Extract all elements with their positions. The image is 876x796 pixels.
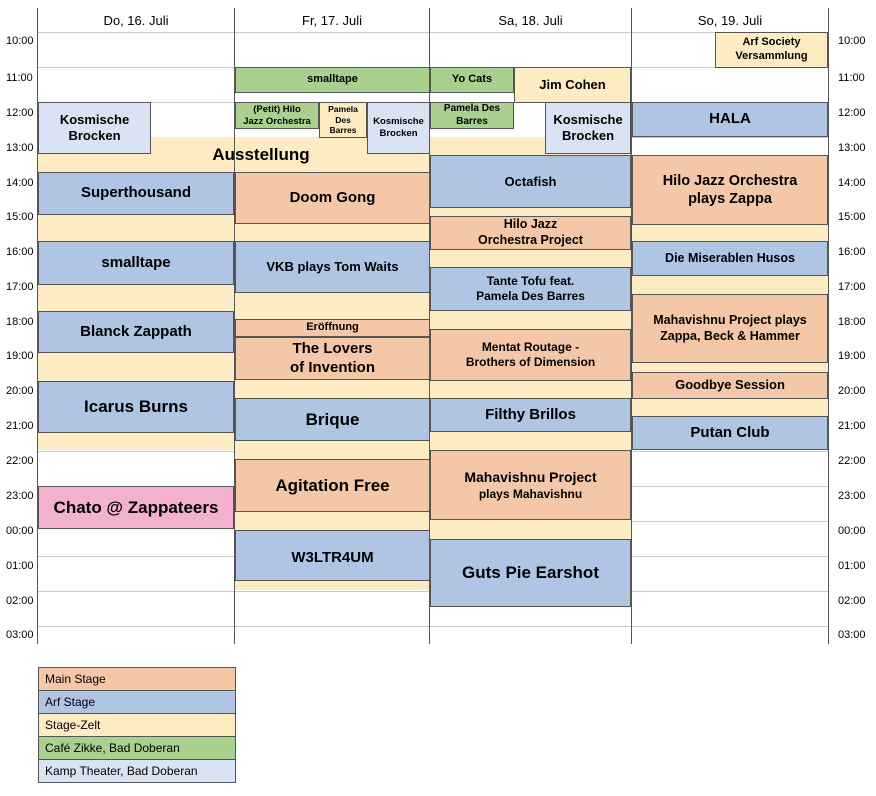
event-mahavishnu-project-sunday[interactable]: Mahavishnu Project plays Zappa, Beck & H… xyxy=(632,294,828,363)
time-label: 11:00 xyxy=(838,72,865,84)
event-blanck-zappath[interactable]: Blanck Zappath xyxy=(38,311,234,353)
time-label: 21:00 xyxy=(6,420,34,432)
event-petit-hilo-jazz-orchestra[interactable]: (Petit) Hilo Jazz Orchestra xyxy=(235,102,319,129)
event-eroeffnung[interactable]: Eröffnung xyxy=(235,319,430,337)
event-hilo-jazz-orchestra-project[interactable]: Hilo Jazz Orchestra Project xyxy=(430,216,631,250)
time-label: 03:00 xyxy=(6,629,34,641)
time-label: 18:00 xyxy=(838,316,866,328)
event-agitation-free[interactable]: Agitation Free xyxy=(235,459,430,512)
event-arf-society-versammlung[interactable]: Arf Society Versammlung xyxy=(715,32,828,68)
day-header-thursday: Do, 16. Juli xyxy=(103,13,169,28)
time-label: 12:00 xyxy=(838,107,866,119)
event-filthy-brillos[interactable]: Filthy Brillos xyxy=(430,398,631,432)
time-label: 16:00 xyxy=(6,246,34,258)
event-pamela-des-barres-friday[interactable]: Pamela Des Barres xyxy=(319,102,367,138)
time-label: 19:00 xyxy=(838,350,866,362)
event-subtitle: plays Mahavishnu xyxy=(478,486,583,501)
time-label: 10:00 xyxy=(6,35,34,47)
time-label: 20:00 xyxy=(838,385,866,397)
event-ausstellung[interactable]: Ausstellung xyxy=(212,145,310,165)
grid-border xyxy=(37,8,38,644)
event-icarus-burns[interactable]: Icarus Burns xyxy=(38,381,234,433)
time-label: 13:00 xyxy=(838,142,866,154)
festival-schedule-grid: Do, 16. Juli Fr, 17. Juli Sa, 18. Juli S… xyxy=(6,8,866,644)
event-kosmische-brocken-thursday[interactable]: Kosmische Brocken xyxy=(38,102,151,154)
time-label: 22:00 xyxy=(838,455,866,467)
event-doom-gong[interactable]: Doom Gong xyxy=(235,172,430,224)
time-label: 16:00 xyxy=(838,246,866,258)
time-label: 17:00 xyxy=(6,281,34,293)
event-mentat-routage[interactable]: Mentat Routage - Brothers of Dimension xyxy=(430,329,631,381)
event-tante-tofu[interactable]: Tante Tofu feat. Pamela Des Barres xyxy=(430,267,631,311)
time-label: 01:00 xyxy=(6,560,34,572)
time-label: 18:00 xyxy=(6,316,34,328)
time-label: 10:00 xyxy=(838,35,866,47)
event-putan-club[interactable]: Putan Club xyxy=(632,416,828,450)
time-label: 12:00 xyxy=(6,107,34,119)
time-label: 21:00 xyxy=(838,420,866,432)
day-header-sunday: So, 19. Juli xyxy=(697,13,763,28)
event-die-miserablen-husos[interactable]: Die Miserablen Husos xyxy=(632,241,828,276)
event-smalltape-thursday[interactable]: smalltape xyxy=(38,241,234,285)
time-label: 23:00 xyxy=(838,490,866,502)
time-label: 14:00 xyxy=(838,177,866,189)
event-hala[interactable]: HALA xyxy=(632,102,828,137)
event-brique[interactable]: Brique xyxy=(235,398,430,441)
legend-item-arf-stage: Arf Stage xyxy=(38,690,236,714)
event-kosmische-brocken-friday[interactable]: Kosmische Brocken xyxy=(367,102,430,154)
time-label: 19:00 xyxy=(6,350,34,362)
event-yo-cats[interactable]: Yo Cats xyxy=(430,67,514,93)
event-title: Mahavishnu Project xyxy=(464,469,597,485)
time-label: 03:00 xyxy=(838,629,866,641)
time-label: 02:00 xyxy=(6,595,34,607)
hour-line xyxy=(37,626,829,627)
event-lovers-of-invention[interactable]: The Lovers of Invention xyxy=(235,337,430,380)
event-mahavishnu-project-saturday[interactable]: Mahavishnu Project plays Mahavishnu xyxy=(430,450,631,520)
event-octafish[interactable]: Octafish xyxy=(430,155,631,208)
event-chato-zappateers[interactable]: Chato @ Zappateers xyxy=(38,486,234,529)
event-pamela-des-barres-saturday[interactable]: Pamela Des Barres xyxy=(430,102,514,129)
event-kosmische-brocken-saturday[interactable]: Kosmische Brocken xyxy=(545,102,631,154)
event-smalltape-friday[interactable]: smalltape xyxy=(235,67,430,93)
hour-line xyxy=(37,32,829,33)
day-header-friday: Fr, 17. Juli xyxy=(302,13,362,28)
day-separator xyxy=(234,8,235,644)
grid-border xyxy=(828,8,829,644)
time-label: 00:00 xyxy=(6,525,34,537)
event-vkb-plays-tom-waits[interactable]: VKB plays Tom Waits xyxy=(235,241,430,293)
event-w3ltr4um[interactable]: W3LTR4UM xyxy=(235,530,430,581)
time-label: 23:00 xyxy=(6,490,34,502)
legend-item-main-stage: Main Stage xyxy=(38,667,236,691)
time-label: 14:00 xyxy=(6,177,34,189)
legend: Main Stage Arf Stage Stage-Zelt Café Zik… xyxy=(38,667,236,783)
event-goodbye-session[interactable]: Goodbye Session xyxy=(632,372,828,399)
time-label: 01:00 xyxy=(838,560,866,572)
time-label: 02:00 xyxy=(838,595,866,607)
time-label: 11:00 xyxy=(6,72,33,84)
time-label: 15:00 xyxy=(838,211,866,223)
time-label: 00:00 xyxy=(838,525,866,537)
event-superthousand[interactable]: Superthousand xyxy=(38,172,234,215)
event-jim-cohen[interactable]: Jim Cohen xyxy=(514,67,631,103)
event-hilo-jazz-orchestra-plays-zappa[interactable]: Hilo Jazz Orchestra plays Zappa xyxy=(632,155,828,225)
day-header-saturday: Sa, 18. Juli xyxy=(498,13,563,28)
event-guts-pie-earshot[interactable]: Guts Pie Earshot xyxy=(430,539,631,607)
legend-item-kamp-theater: Kamp Theater, Bad Doberan xyxy=(38,759,236,783)
legend-item-cafe-zikke: Café Zikke, Bad Doberan xyxy=(38,736,236,760)
legend-item-stage-zelt: Stage-Zelt xyxy=(38,713,236,737)
time-label: 13:00 xyxy=(6,142,34,154)
time-label: 20:00 xyxy=(6,385,34,397)
time-label: 15:00 xyxy=(6,211,34,223)
day-separator xyxy=(631,8,632,644)
time-label: 22:00 xyxy=(6,455,34,467)
time-label: 17:00 xyxy=(838,281,866,293)
